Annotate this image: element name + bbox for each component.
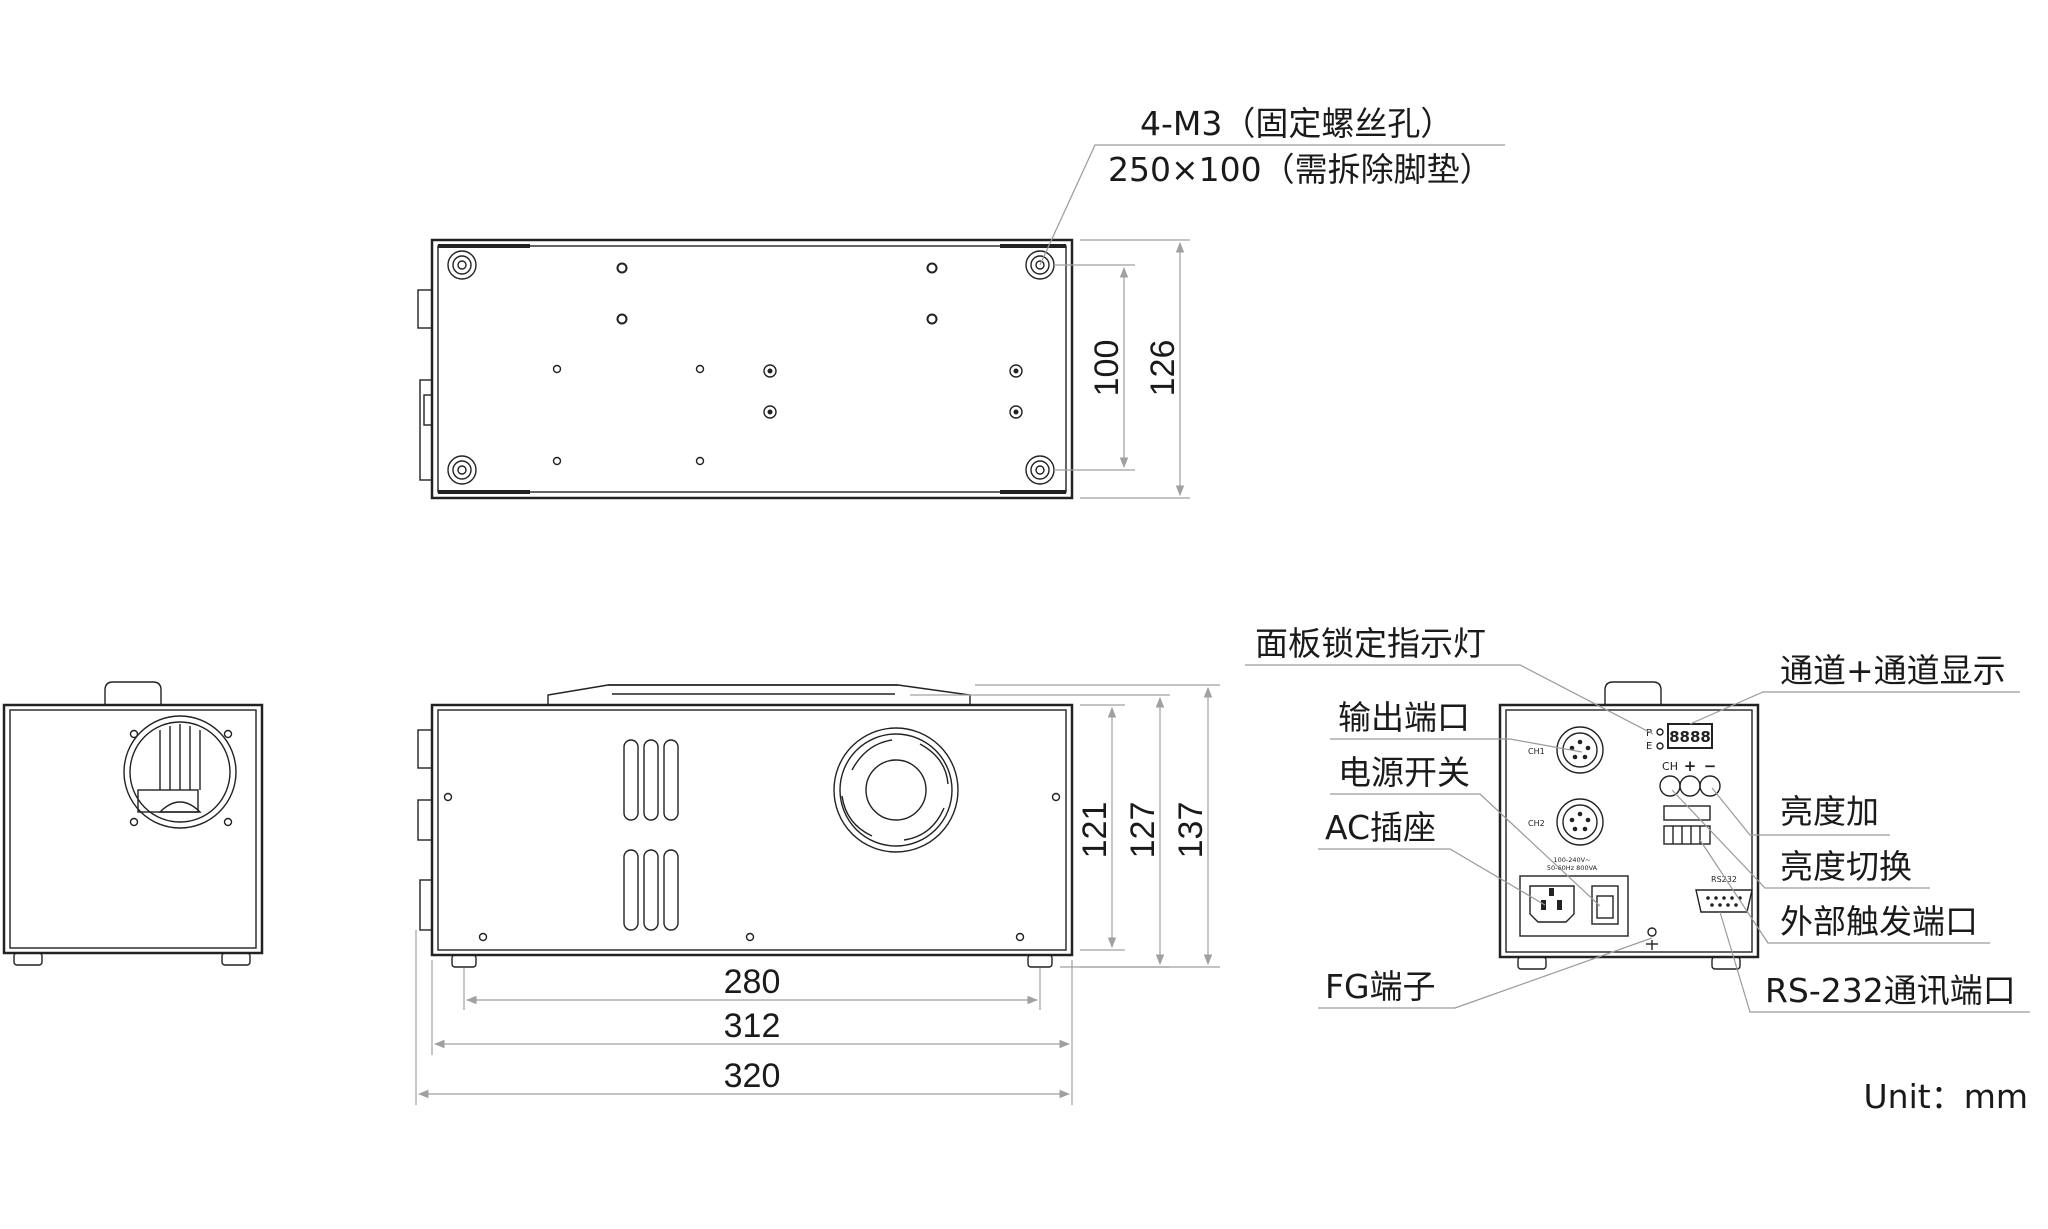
mount-hole bbox=[447, 455, 477, 485]
dim-100: 100 bbox=[1088, 340, 1126, 397]
top-view: 100 126 4-M3（固定螺丝孔） 250×100（需拆除脚垫） bbox=[417, 104, 1505, 500]
led-display-digits: 8888 bbox=[1669, 728, 1711, 746]
mount-hole bbox=[447, 250, 477, 280]
dim-320: 320 bbox=[724, 1057, 781, 1095]
pe-p-label: P bbox=[1646, 728, 1652, 739]
fg-terminal bbox=[1646, 927, 1658, 950]
dim-126: 126 bbox=[1144, 340, 1182, 397]
ch-button-label: CH bbox=[1662, 760, 1678, 773]
side-view: 121 127 137 280 312 320 bbox=[415, 684, 1220, 1105]
dim-280: 280 bbox=[724, 963, 781, 1001]
callout-output-port: 输出端口 bbox=[1338, 698, 1470, 737]
dim-137: 137 bbox=[1172, 802, 1210, 859]
callout-panel-lock-led: 面板锁定指示灯 bbox=[1255, 624, 1486, 663]
voltage-line2: 50-60Hz 800VA bbox=[1547, 864, 1598, 872]
callout-rs232-port: RS-232通讯端口 bbox=[1765, 971, 2016, 1010]
plus-button[interactable] bbox=[1679, 775, 1701, 797]
minus-button-label: − bbox=[1704, 757, 1717, 775]
trigger-terminal-block bbox=[1663, 805, 1711, 845]
ch2-connector bbox=[1556, 798, 1604, 846]
callouts: 面板锁定指示灯 通道+通道显示 输出端口 电源开关 AC插座 亮度加 亮度切换 … bbox=[1245, 624, 2030, 1013]
rear-panel: P E 8888 CH1 CH2 CH + − bbox=[1498, 681, 1760, 970]
ac-socket bbox=[1519, 875, 1629, 937]
ch1-label: CH1 bbox=[1528, 747, 1545, 756]
power-switch[interactable] bbox=[1591, 885, 1619, 925]
callout-fg-terminal: FG端子 bbox=[1325, 967, 1436, 1006]
unit-label: Unit：mm bbox=[1864, 1077, 2028, 1116]
mount-hole-callout-line2: 250×100（需拆除脚垫） bbox=[1108, 150, 1493, 189]
callout-brightness-up: 亮度加 bbox=[1780, 792, 1879, 831]
rs232-label: RS232 bbox=[1711, 875, 1737, 884]
callout-power-switch: 电源开关 bbox=[1338, 753, 1470, 792]
dim-121: 121 bbox=[1076, 802, 1114, 859]
minus-button[interactable] bbox=[1699, 775, 1721, 797]
dim-127: 127 bbox=[1124, 802, 1162, 859]
ch2-label: CH2 bbox=[1528, 819, 1545, 828]
mount-hole-callout-line1: 4-M3（固定螺丝孔） bbox=[1140, 104, 1453, 143]
vent-slots bbox=[623, 739, 679, 931]
side-fan bbox=[833, 727, 959, 853]
callout-channel-display: 通道+通道显示 bbox=[1780, 651, 2006, 690]
rs232-connector bbox=[1695, 889, 1753, 913]
front-view bbox=[2, 681, 264, 966]
pe-e-label: E bbox=[1646, 741, 1652, 752]
plus-button-label: + bbox=[1684, 757, 1697, 775]
callout-ac-socket: AC插座 bbox=[1325, 808, 1436, 847]
voltage-line1: 100-240V~ bbox=[1553, 856, 1590, 864]
callout-brightness-switch: 亮度切换 bbox=[1780, 847, 1912, 886]
dim-312: 312 bbox=[724, 1007, 781, 1045]
mount-hole bbox=[1025, 455, 1055, 485]
ch-button[interactable] bbox=[1659, 775, 1681, 797]
fan-grille bbox=[123, 715, 237, 829]
callout-external-trigger: 外部触发端口 bbox=[1780, 902, 1978, 941]
ch1-connector bbox=[1556, 726, 1604, 774]
